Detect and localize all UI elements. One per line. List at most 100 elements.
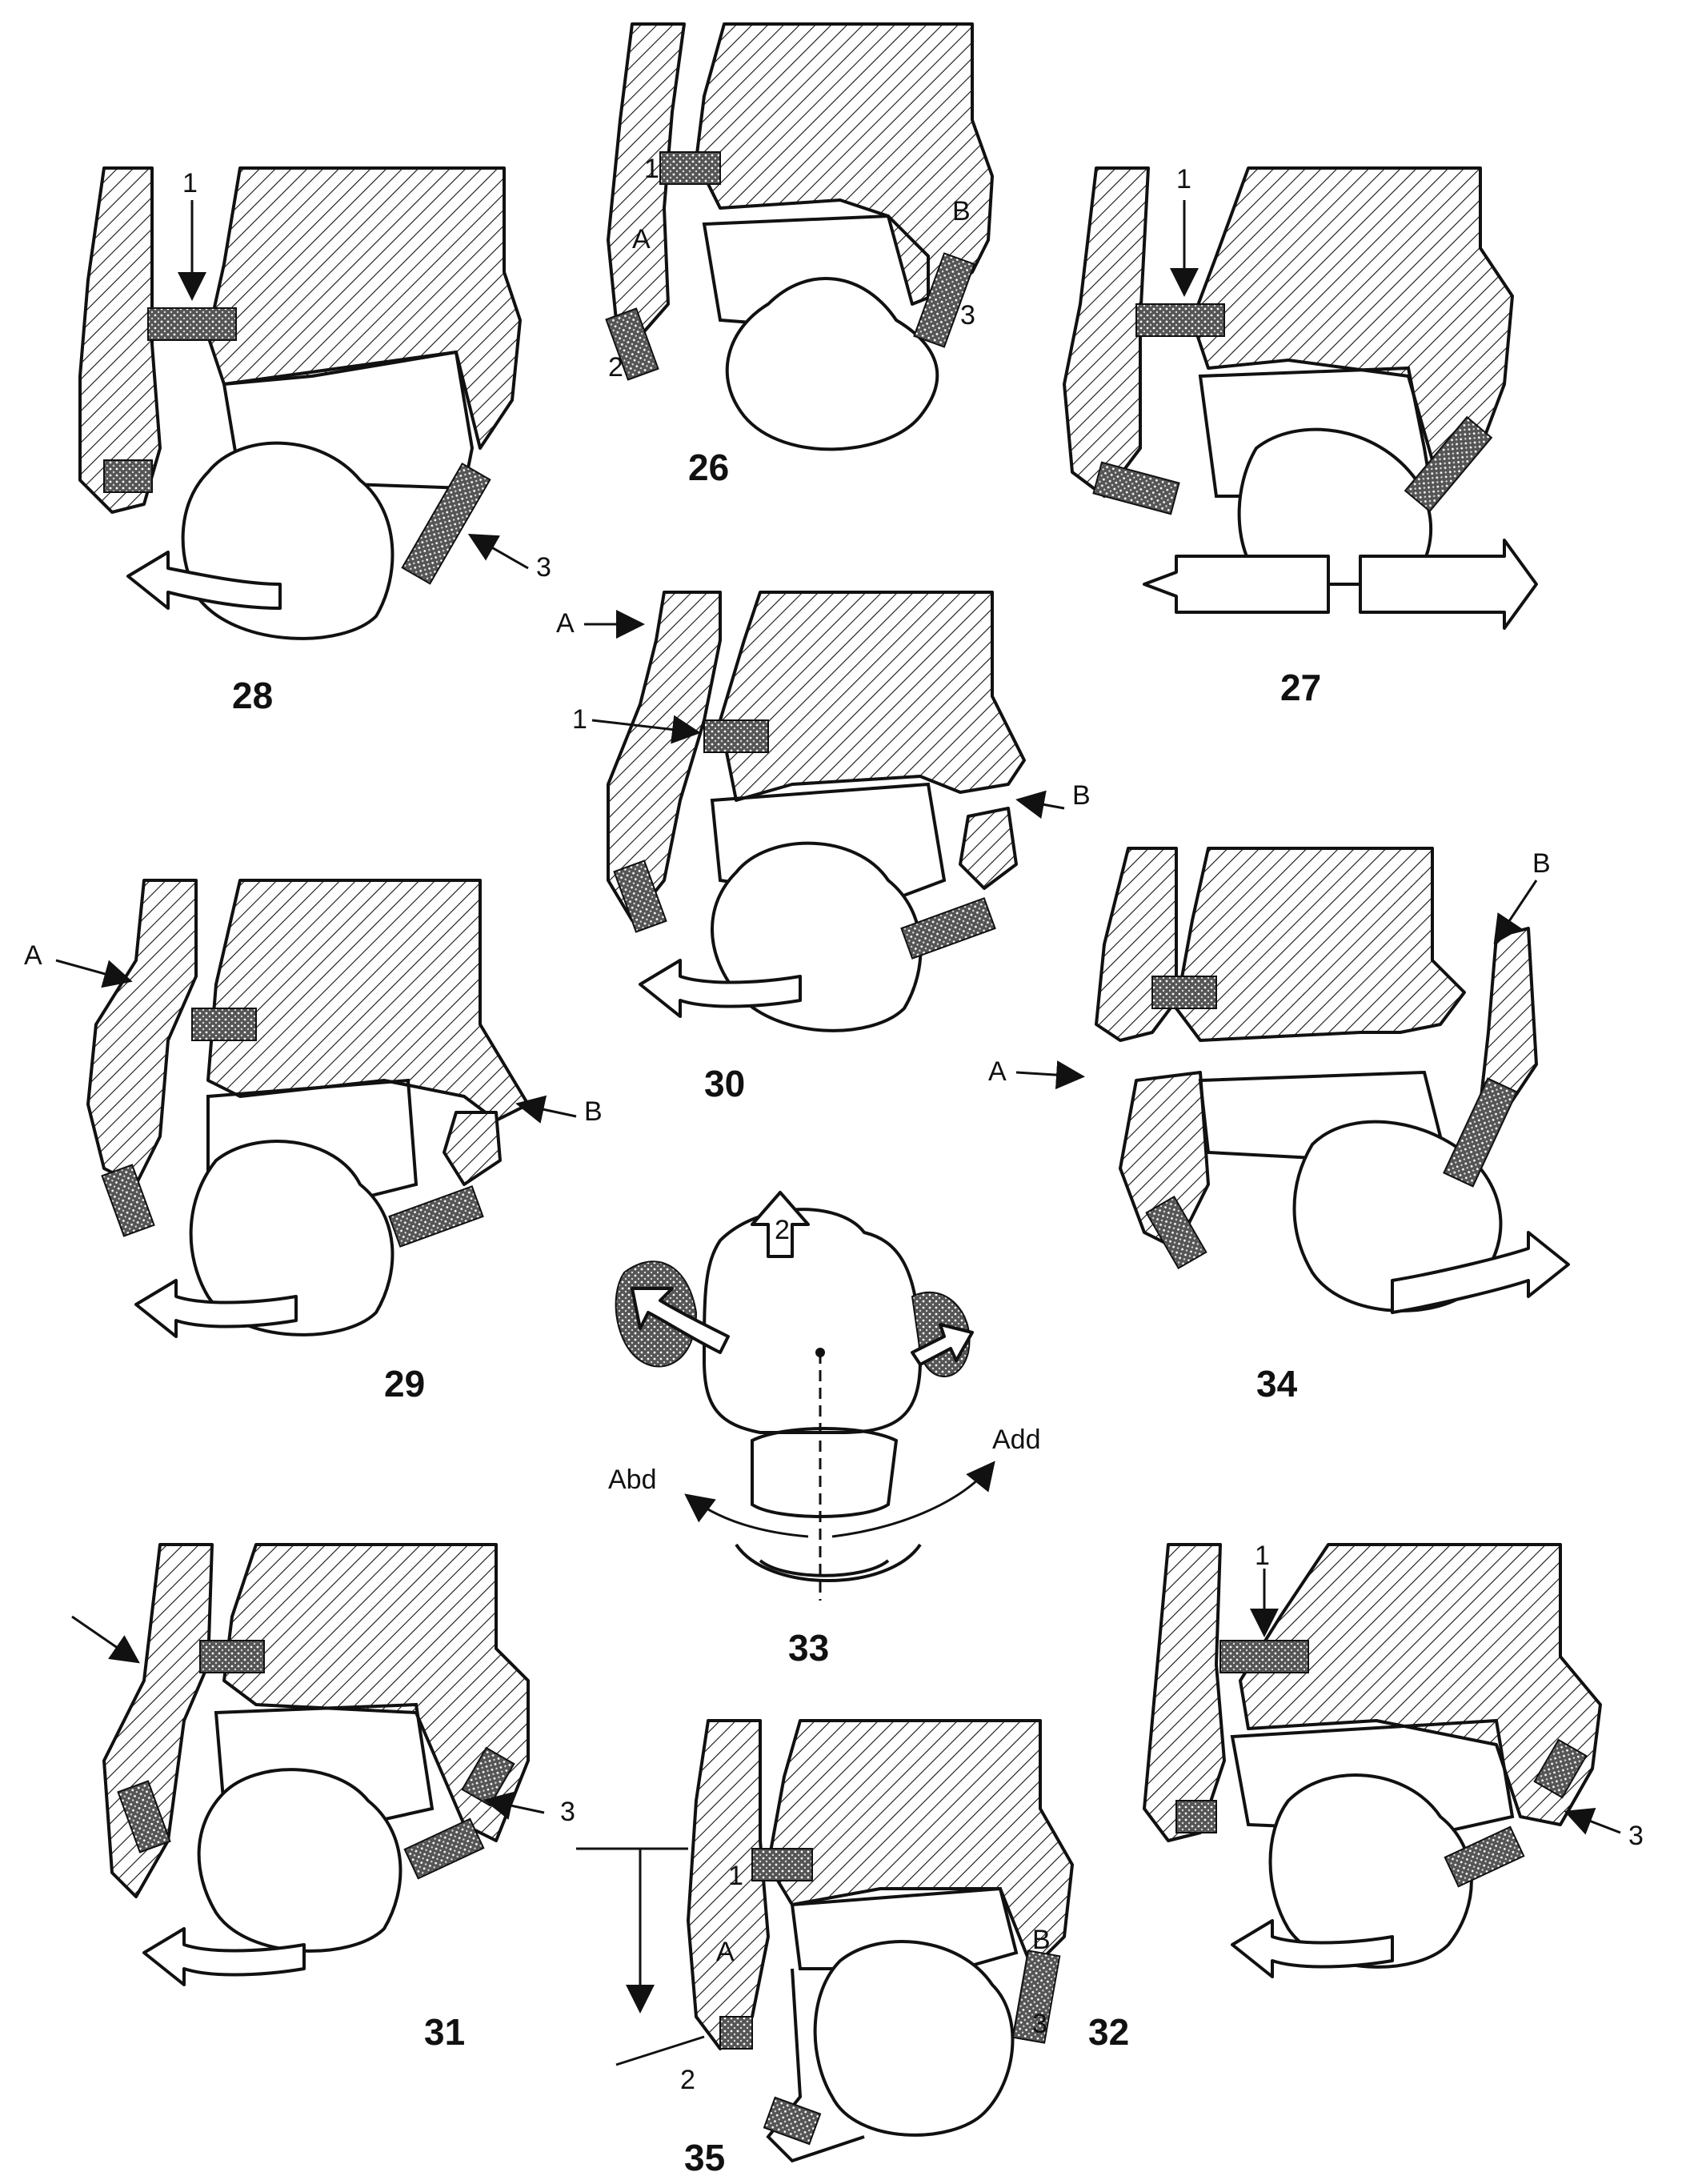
label-1: 1 (1255, 1541, 1270, 1571)
label-A: A (716, 1937, 735, 1967)
tibia (1175, 847, 1466, 1042)
talus-dome (1230, 1718, 1515, 1835)
syndesmosis-ligament-torn (1219, 1640, 1309, 1673)
label-3: 3 (536, 552, 551, 583)
medial-ligament (388, 1185, 484, 1248)
tibia (206, 166, 522, 450)
left-arrow (1143, 555, 1330, 614)
label-1: 1 (182, 168, 198, 198)
medial-ligament (1404, 415, 1493, 513)
label-3: 3 (560, 1797, 575, 1827)
syndesmosis-ligament (1151, 976, 1217, 1009)
syndesmosis-ligament (659, 151, 721, 185)
calcaneus (1268, 1773, 1473, 1969)
label-1: 1 (572, 704, 587, 735)
arrow-right (911, 1323, 974, 1366)
add-arc (831, 1461, 995, 1538)
label-A: A (556, 608, 575, 639)
figure-35: 1 A B 2 3 35 (576, 1719, 1074, 2178)
heel-arc-2 (759, 1559, 890, 1577)
force-arrow-3 (483, 1791, 545, 1820)
rotation-arrow (142, 1927, 306, 1986)
label-1: 1 (1176, 164, 1191, 194)
medial-malleolus-fragment (959, 807, 1018, 890)
fibula (1095, 847, 1178, 1042)
figure-number: 31 (424, 2011, 465, 2053)
figure-26: 1 A B 2 3 26 (605, 22, 994, 488)
syndesmosis-ligament-torn (703, 719, 769, 753)
calcaneus (197, 1768, 402, 1953)
label-2: 2 (608, 352, 623, 383)
label-3: 3 (1032, 2009, 1047, 2039)
figure-number: 26 (688, 447, 729, 488)
lateral-ligament (1175, 1800, 1217, 1833)
label-B: B (1032, 1925, 1051, 1955)
medial-ligament-upper (461, 1746, 515, 1807)
tibia (1239, 1543, 1602, 1826)
abd-arc (684, 1493, 809, 1538)
force-arrow-left (71, 1615, 140, 1664)
calcaneus-outline (751, 1427, 899, 1518)
figure-number: 32 (1088, 2011, 1129, 2053)
lateral-ligament (613, 860, 667, 933)
arrow-left (631, 1287, 730, 1354)
figure-30: A 1 B 30 (556, 591, 1091, 1104)
talus-dome (710, 782, 947, 907)
medial-ligament-lower (403, 1817, 485, 1880)
lateral-ligament (101, 1164, 155, 1237)
label-1: 1 (728, 1861, 743, 1891)
lateral-ligament-lower (763, 2096, 822, 2146)
medial-ligament-upper (1533, 1738, 1588, 1799)
medial-ligament (913, 252, 975, 348)
medial-ligament-lower (1444, 1825, 1525, 1888)
calcaneus (189, 1140, 394, 1336)
label-abd: Abd (608, 1465, 657, 1495)
force-arrow-3 (467, 534, 529, 570)
rotation-arrow (1391, 1231, 1570, 1314)
label-2: 2 (775, 1215, 790, 1245)
label-B: B (952, 196, 971, 226)
syndesmosis-ligament (191, 1008, 257, 1041)
rotation-arrow (1231, 1919, 1394, 1978)
figure-28: 1 3 28 (78, 166, 551, 716)
talus-top-view (702, 1208, 923, 1434)
right-arrow (1359, 539, 1538, 630)
label-B: B (1072, 780, 1091, 811)
figure-34: B A 34 (988, 847, 1570, 1405)
syndesmosis-ligament (751, 1848, 813, 1881)
force-arrow-1 (591, 715, 701, 744)
force-arrow-B (1015, 790, 1065, 820)
fibula-fractured (86, 879, 198, 1186)
force-arrow-B (1493, 880, 1538, 944)
label-add: Add (992, 1425, 1041, 1455)
force-arrow-A (55, 959, 133, 988)
label-B: B (1532, 848, 1551, 879)
figure-number: 29 (384, 1363, 425, 1405)
label-B: B (584, 1096, 603, 1127)
bracket-lower-line (615, 2035, 705, 2066)
syndesmosis-ligament-torn (1135, 303, 1225, 337)
label-2: 2 (680, 2065, 695, 2095)
medial-ligament (1443, 1077, 1518, 1188)
lateral-ligament (103, 459, 153, 493)
heel-arc-1 (735, 1543, 922, 1582)
bracket-3 (626, 1847, 688, 2014)
lateral-ligament (1145, 1195, 1207, 1270)
lateral-ligament (1092, 461, 1180, 515)
talus-neck (766, 1968, 865, 2163)
medial-ligament (900, 897, 996, 960)
fibula (78, 166, 162, 514)
label-1: 1 (644, 154, 659, 184)
figure-31: 3 31 (71, 1543, 575, 2053)
calcaneus (813, 1940, 1015, 2137)
rotation-arrow (126, 551, 282, 610)
calcaneus (1237, 427, 1433, 586)
figure-number: 28 (232, 675, 273, 716)
calcaneus (725, 277, 939, 451)
figure-number: 35 (684, 2137, 725, 2178)
tibia (767, 1719, 1074, 1970)
syndesmosis-ligament (199, 1640, 265, 1673)
force-arrow-3 (1564, 1807, 1621, 1835)
figure-32: 1 3 32 (1088, 1541, 1644, 2053)
medial-ligament (1011, 1950, 1061, 2044)
